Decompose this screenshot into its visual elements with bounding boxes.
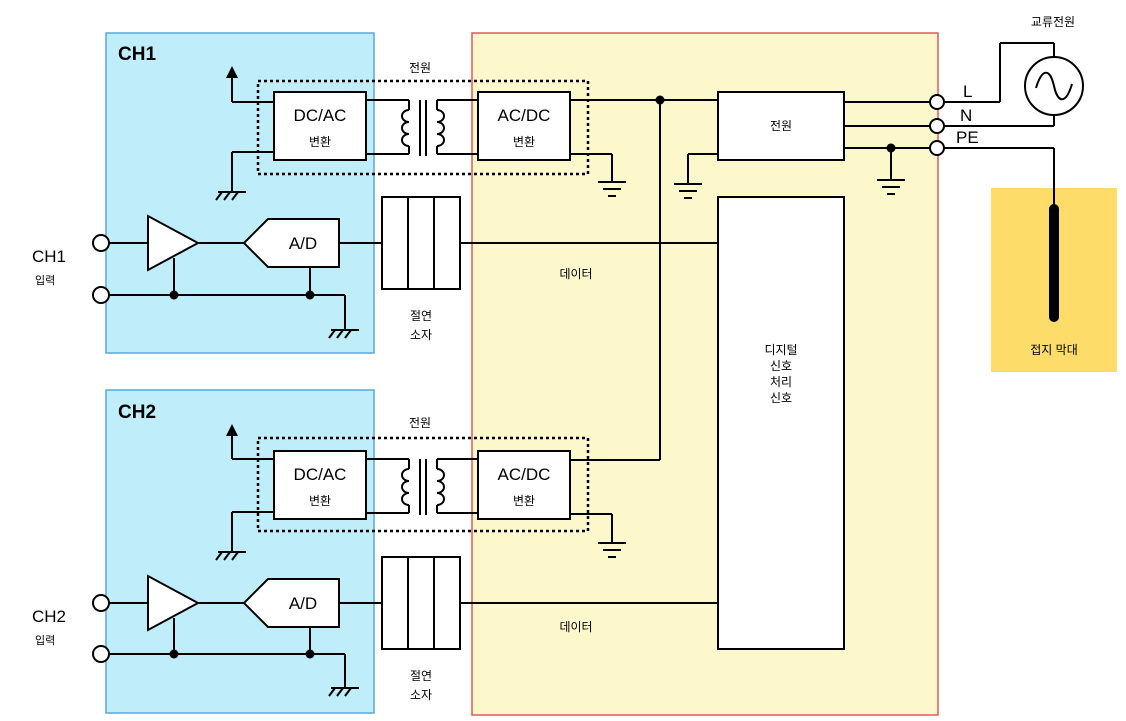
ch1-isolator-label-2: 소자	[410, 328, 432, 342]
ch1-ad-common-junction	[305, 290, 315, 300]
ch2-dcac-label: DC/AC	[294, 465, 347, 484]
ch1-isolator-label-1: 절연	[410, 309, 432, 323]
ch2-acdc-label: AC/DC	[498, 465, 551, 484]
ch2-isolator-label-1: 절연	[410, 669, 432, 683]
ch1-amplifier	[147, 214, 201, 272]
main-power-box	[717, 91, 845, 161]
terminal-l	[929, 94, 945, 110]
ch1-dcac-label: DC/AC	[294, 106, 347, 125]
ch2-input-terminals	[92, 594, 110, 663]
ch1-ad-label: A/D	[289, 234, 317, 253]
ac-source-label: 교류전원	[1031, 15, 1075, 29]
ch1-isolated-supply-output	[215, 66, 274, 201]
ch2-input-sub: 입력	[35, 634, 55, 647]
terminal-pe	[929, 140, 945, 156]
ch1-acdc-converter	[477, 91, 571, 161]
ch2-data-label: 데이터	[559, 620, 592, 634]
ch2-acdc-converter	[477, 450, 571, 520]
ground-rod	[1049, 204, 1059, 322]
dc-bus-junction	[655, 95, 665, 105]
ch2-title: CH2	[118, 402, 156, 423]
main-power-ground	[673, 153, 718, 199]
main-power-label: 전원	[770, 119, 792, 133]
ch2-acdc-ground	[570, 513, 627, 558]
chassis-ground	[876, 148, 906, 195]
ch1-acdc-ground	[570, 153, 627, 197]
ch2-input-label: CH2	[32, 607, 66, 626]
ground-rod-label: 접지 막대	[1030, 343, 1078, 357]
ch1-title: CH1	[118, 44, 156, 65]
pe-ground-wiring	[944, 147, 1055, 206]
terminal-n	[929, 118, 945, 134]
dsp-label-2: 신호	[770, 359, 792, 373]
ch2-amp-common-junction	[169, 649, 179, 659]
ch2-power-isolation-outline	[256, 436, 590, 533]
ch2-power-label: 전원	[409, 416, 431, 430]
ch1-dcac-sub: 변환	[309, 135, 331, 149]
ch2-ad-label: A/D	[289, 594, 317, 613]
ch1-isolator	[381, 196, 461, 290]
ac-source-symbol	[1024, 56, 1084, 116]
ch1-power-isolation-outline	[256, 79, 590, 176]
ch1-transformer	[366, 99, 478, 156]
ch2-isolator	[381, 556, 461, 650]
ch2-transformer	[366, 458, 478, 515]
ch2-dcac-sub: 변환	[309, 494, 331, 508]
terminal-pe-label: PE	[956, 128, 979, 147]
dsp-label-3: 처리	[770, 375, 792, 389]
dsp-box	[717, 196, 845, 650]
dsp-label-4: 신호	[770, 391, 792, 405]
dsp-label-1: 디지털	[764, 343, 797, 357]
terminal-l-label: L	[963, 82, 972, 101]
terminal-n-label: N	[960, 106, 972, 125]
ch2-isolator-label-2: 소자	[410, 688, 432, 702]
ac-source-wiring	[944, 42, 1055, 127]
ch1-acdc-label: AC/DC	[498, 106, 551, 125]
ch2-acdc-sub: 변환	[513, 494, 535, 508]
ch2-isolated-supply-output	[215, 424, 274, 561]
ch1-dcac-converter	[273, 91, 367, 161]
ch1-data-label: 데이터	[559, 267, 592, 281]
ch2-amplifier	[147, 574, 201, 632]
ch1-input-sub: 입력	[35, 274, 55, 287]
ch1-input-label: CH1	[32, 247, 66, 266]
ch1-amp-common-junction	[169, 290, 179, 300]
ch2-dcac-converter	[273, 450, 367, 520]
ch1-power-label: 전원	[409, 61, 431, 75]
ch1-acdc-sub: 변환	[513, 135, 535, 149]
ch2-ad-common-junction	[305, 649, 315, 659]
